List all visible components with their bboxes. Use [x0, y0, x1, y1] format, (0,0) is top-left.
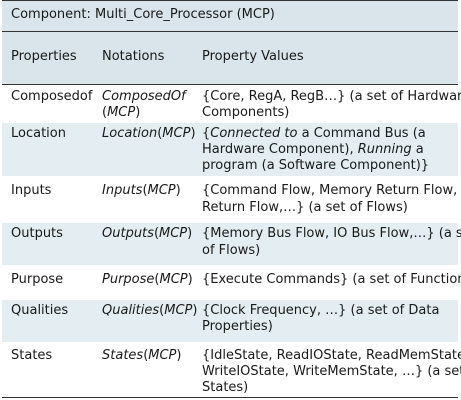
row-qualities-notation: Qualities(MCP): [102, 303, 198, 318]
row-states-value-line3: States): [202, 380, 249, 395]
row-location-notation: Location(MCP): [102, 126, 196, 141]
header-properties: Properties: [11, 49, 77, 64]
row-states-notation: States(MCP): [102, 348, 182, 363]
header-property-values: Property Values: [202, 49, 304, 64]
row-qualities-value-line1: {Clock Frequency, …} (a set of Data: [202, 303, 440, 318]
row-outputs-value-line2: of Flows): [202, 243, 261, 258]
row-states-property: States: [11, 348, 53, 363]
table-title: Component: Multi_Core_Processor (MCP): [11, 7, 275, 22]
bottom-rule: [2, 397, 458, 398]
row-states-value-line1: {IdleState, ReadIOState, ReadMemState,: [202, 348, 461, 363]
row-composedof-notation: ComposedOf: [102, 89, 186, 104]
row-inputs-value-line2: Return Flow,…} (a set of Flows): [202, 200, 408, 215]
header-rule: [2, 84, 458, 85]
row-outputs-property: Outputs: [11, 226, 63, 241]
row-outputs-notation: Outputs(MCP): [102, 226, 193, 241]
row-inputs-notation: Inputs(MCP): [102, 183, 181, 198]
row-composedof-notation-arg: (MCP): [102, 105, 141, 120]
row-qualities-value-line2: Properties): [202, 319, 273, 334]
row-composedof-value-line2: Components): [202, 105, 290, 120]
row-location-value-line2: Hardware Component), Running a: [202, 142, 424, 157]
row-band-location: [2, 123, 458, 176]
row-location-value-line1: {Connected to a Command Bus (a: [202, 126, 426, 141]
row-qualities-property: Qualities: [11, 303, 69, 318]
row-states-value-line2: WriteIOState, WriteMemState, …} (a set o…: [202, 364, 461, 379]
title-rule: [2, 31, 458, 32]
row-purpose-notation: Purpose(MCP): [102, 272, 193, 287]
header-notations: Notations: [102, 49, 165, 64]
row-location-value-line3: program (a Software Component)}: [202, 158, 430, 173]
row-band-outputs: [2, 223, 458, 265]
table-header-band: [2, 0, 458, 84]
top-rule: [2, 0, 458, 1]
row-inputs-property: Inputs: [11, 183, 52, 198]
row-outputs-value-line1: {Memory Bus Flow, IO Bus Flow,…} (a set: [202, 226, 461, 241]
row-purpose-value-line1: {Execute Commands} (a set of Functions): [202, 272, 461, 287]
row-inputs-value-line1: {Command Flow, Memory Return Flow, IO: [202, 183, 461, 198]
row-purpose-property: Purpose: [11, 272, 64, 287]
row-location-property: Location: [11, 126, 66, 141]
row-composedof-value-line1: {Core, RegA, RegB…} (a set of Hardware: [202, 89, 461, 104]
row-composedof-property: Composedof: [11, 89, 93, 104]
row-band-qualities: [2, 300, 458, 342]
